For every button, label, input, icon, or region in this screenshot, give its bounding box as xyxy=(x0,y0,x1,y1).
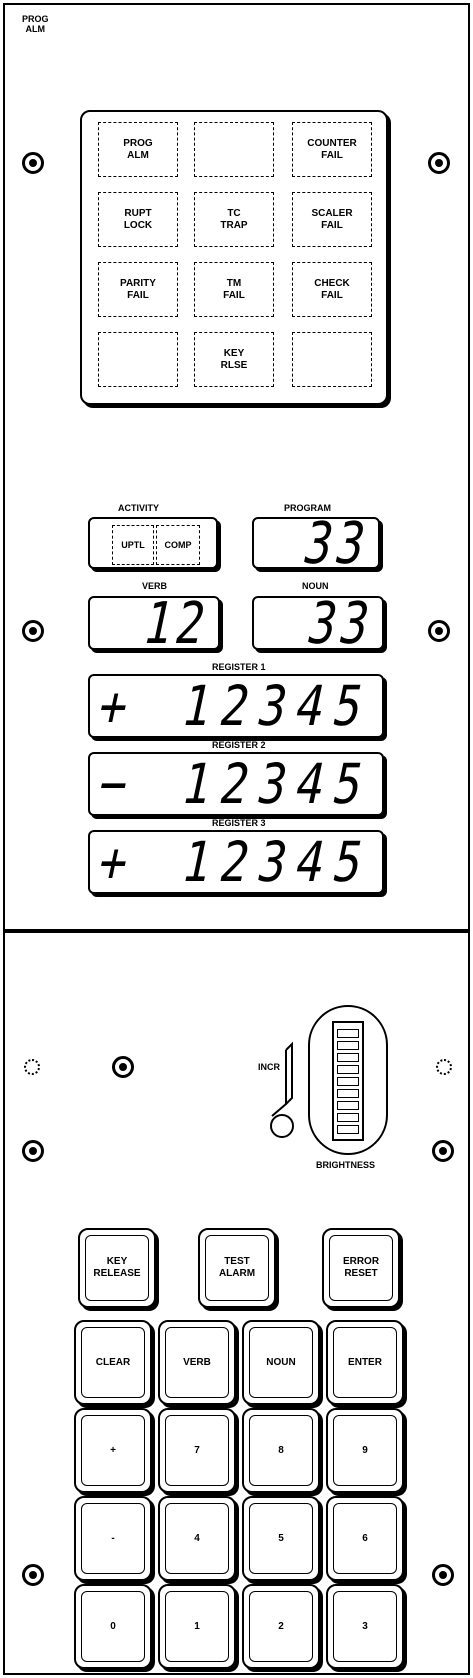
five-button[interactable]: 5 xyxy=(242,1496,320,1581)
verb-window: 12 xyxy=(88,596,220,650)
one-button[interactable]: 1 xyxy=(158,1584,236,1669)
register-3-label: REGISTER 3 xyxy=(212,818,266,828)
zero-button[interactable]: 0 xyxy=(74,1584,152,1669)
caution-warning-lamp-panel xyxy=(80,110,388,405)
brightness-tick xyxy=(337,1101,359,1110)
noun-digits: 33 xyxy=(301,596,380,650)
screw-icon xyxy=(22,620,44,642)
verb-digits: 12 xyxy=(137,596,216,650)
key-release-button[interactable]: KEY RELEASE xyxy=(78,1228,156,1308)
lamp-counter-fail: COUNTER FAIL xyxy=(292,122,372,177)
register-3-sign: + xyxy=(93,830,135,894)
error-reset-button[interactable]: ERROR RESET xyxy=(322,1228,400,1308)
register-2-label: REGISTER 2 xyxy=(212,740,266,750)
register-3-window: +12345 xyxy=(88,830,384,894)
lamp-key-rlse: KEY RLSE xyxy=(194,332,274,387)
brightness-tick xyxy=(337,1065,359,1074)
prog-alm-corner-label: PROG ALM xyxy=(22,14,49,34)
three-button[interactable]: 3 xyxy=(326,1584,404,1669)
plus-button[interactable]: + xyxy=(74,1408,152,1493)
lamp-prog-alm: PROG ALM xyxy=(98,122,178,177)
four-button[interactable]: 4 xyxy=(158,1496,236,1581)
lamp-tm-fail: TM FAIL xyxy=(194,262,274,317)
lamp-scaler-fail: SCALER FAIL xyxy=(292,192,372,247)
comp-indicator: COMP xyxy=(156,525,200,565)
eight-button[interactable]: 8 xyxy=(242,1408,320,1493)
enter-button[interactable]: ENTER xyxy=(326,1320,404,1405)
lamp-parity-fail: PARITY FAIL xyxy=(98,262,178,317)
screw-icon xyxy=(428,152,450,174)
verb-label: VERB xyxy=(142,581,168,591)
program-label: PROGRAM xyxy=(284,503,331,513)
brightness-tick xyxy=(337,1125,359,1134)
screw-icon xyxy=(428,620,450,642)
screw-icon xyxy=(22,1564,44,1586)
six-button[interactable]: 6 xyxy=(326,1496,404,1581)
clear-button[interactable]: CLEAR xyxy=(74,1320,152,1405)
two-button[interactable]: 2 xyxy=(242,1584,320,1669)
verb-button[interactable]: VERB xyxy=(158,1320,236,1405)
brightness-tick xyxy=(337,1029,359,1038)
brightness-tick xyxy=(337,1077,359,1086)
activity-window: UPTL COMP xyxy=(88,517,218,569)
screw-icon xyxy=(112,1056,134,1078)
lamp-blank xyxy=(98,332,178,387)
noun-window: 33 xyxy=(252,596,384,650)
brightness-pointer-icon xyxy=(271,1041,293,1117)
register-2-sign: − xyxy=(93,752,135,816)
noun-button[interactable]: NOUN xyxy=(242,1320,320,1405)
register-1-label: REGISTER 1 xyxy=(212,662,266,672)
lamp-blank xyxy=(292,332,372,387)
screw-icon xyxy=(432,1140,454,1162)
brightness-tick xyxy=(337,1041,359,1050)
brightness-scale xyxy=(332,1021,364,1141)
brightness-tick xyxy=(337,1053,359,1062)
register-2-digits: 12345 xyxy=(176,752,379,816)
lamp-tc-trap: TC TRAP xyxy=(194,192,274,247)
test-alarm-button[interactable]: TEST ALARM xyxy=(198,1228,276,1308)
incr-label: INCR xyxy=(258,1062,280,1072)
lamp-blank xyxy=(194,122,274,177)
uptl-indicator: UPTL xyxy=(112,525,154,565)
register-1-digits: 12345 xyxy=(176,674,379,738)
nine-button[interactable]: 9 xyxy=(326,1408,404,1493)
brightness-tick xyxy=(337,1113,359,1122)
screw-icon xyxy=(432,1564,454,1586)
register-1-window: +12345 xyxy=(88,674,384,738)
activity-label: ACTIVITY xyxy=(118,503,160,513)
lamp-rupt-lock: RUPT LOCK xyxy=(98,192,178,247)
lamp-check-fail: CHECK FAIL xyxy=(292,262,372,317)
register-3-digits: 12345 xyxy=(176,830,379,894)
register-1-sign: + xyxy=(93,674,135,738)
brightness-tick xyxy=(337,1089,359,1098)
screw-icon xyxy=(22,1140,44,1162)
open-screw-hole-icon xyxy=(436,1059,452,1075)
register-2-window: −12345 xyxy=(88,752,384,816)
seven-button[interactable]: 7 xyxy=(158,1408,236,1493)
program-window: 33 xyxy=(252,517,380,569)
brightness-label: BRIGHTNESS xyxy=(316,1160,376,1170)
program-digits: 33 xyxy=(297,517,376,569)
brightness-control[interactable] xyxy=(308,1005,388,1155)
screw-icon xyxy=(22,152,44,174)
brightness-knob[interactable] xyxy=(270,1114,294,1138)
open-screw-hole-icon xyxy=(24,1059,40,1075)
noun-label: NOUN xyxy=(302,581,329,591)
minus-button[interactable]: - xyxy=(74,1496,152,1581)
